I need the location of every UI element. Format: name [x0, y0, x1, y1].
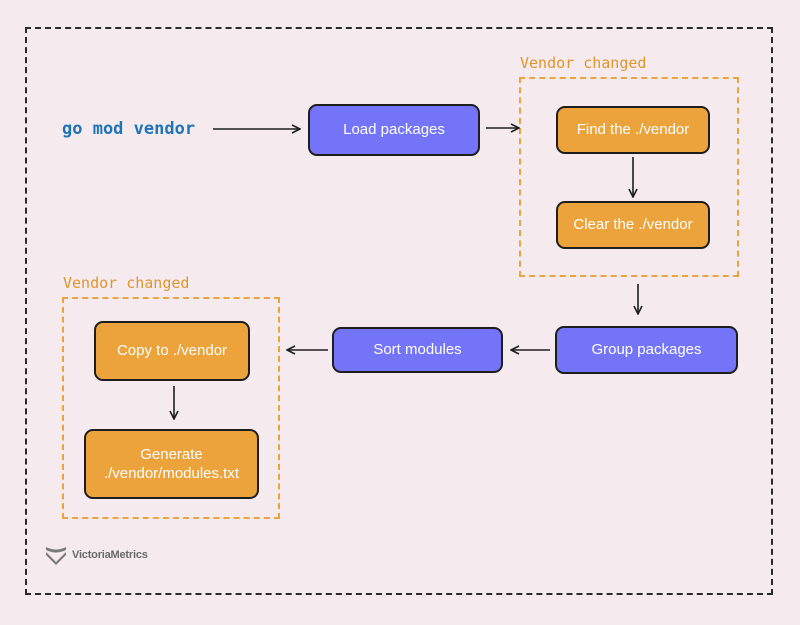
group-label-left: Vendor changed — [63, 274, 190, 292]
brand-logo: VictoriaMetrics — [44, 544, 148, 566]
diagram-frame — [25, 27, 773, 595]
command-label: go mod vendor — [62, 119, 196, 139]
node-copy-vendor: Copy to ./vendor — [94, 321, 250, 381]
node-group-packages: Group packages — [555, 326, 738, 374]
node-load-packages: Load packages — [308, 104, 480, 156]
node-sort-modules: Sort modules — [332, 327, 503, 373]
node-generate-modules: Generate ./vendor/modules.txt — [84, 429, 259, 499]
group-frame-left — [62, 297, 280, 519]
logo-text: VictoriaMetrics — [72, 549, 148, 561]
group-label-top: Vendor changed — [520, 54, 647, 72]
group-frame-top — [519, 77, 739, 277]
victoriametrics-logo-icon — [46, 547, 66, 565]
node-find-vendor: Find the ./vendor — [556, 106, 710, 154]
node-clear-vendor: Clear the ./vendor — [556, 201, 710, 249]
